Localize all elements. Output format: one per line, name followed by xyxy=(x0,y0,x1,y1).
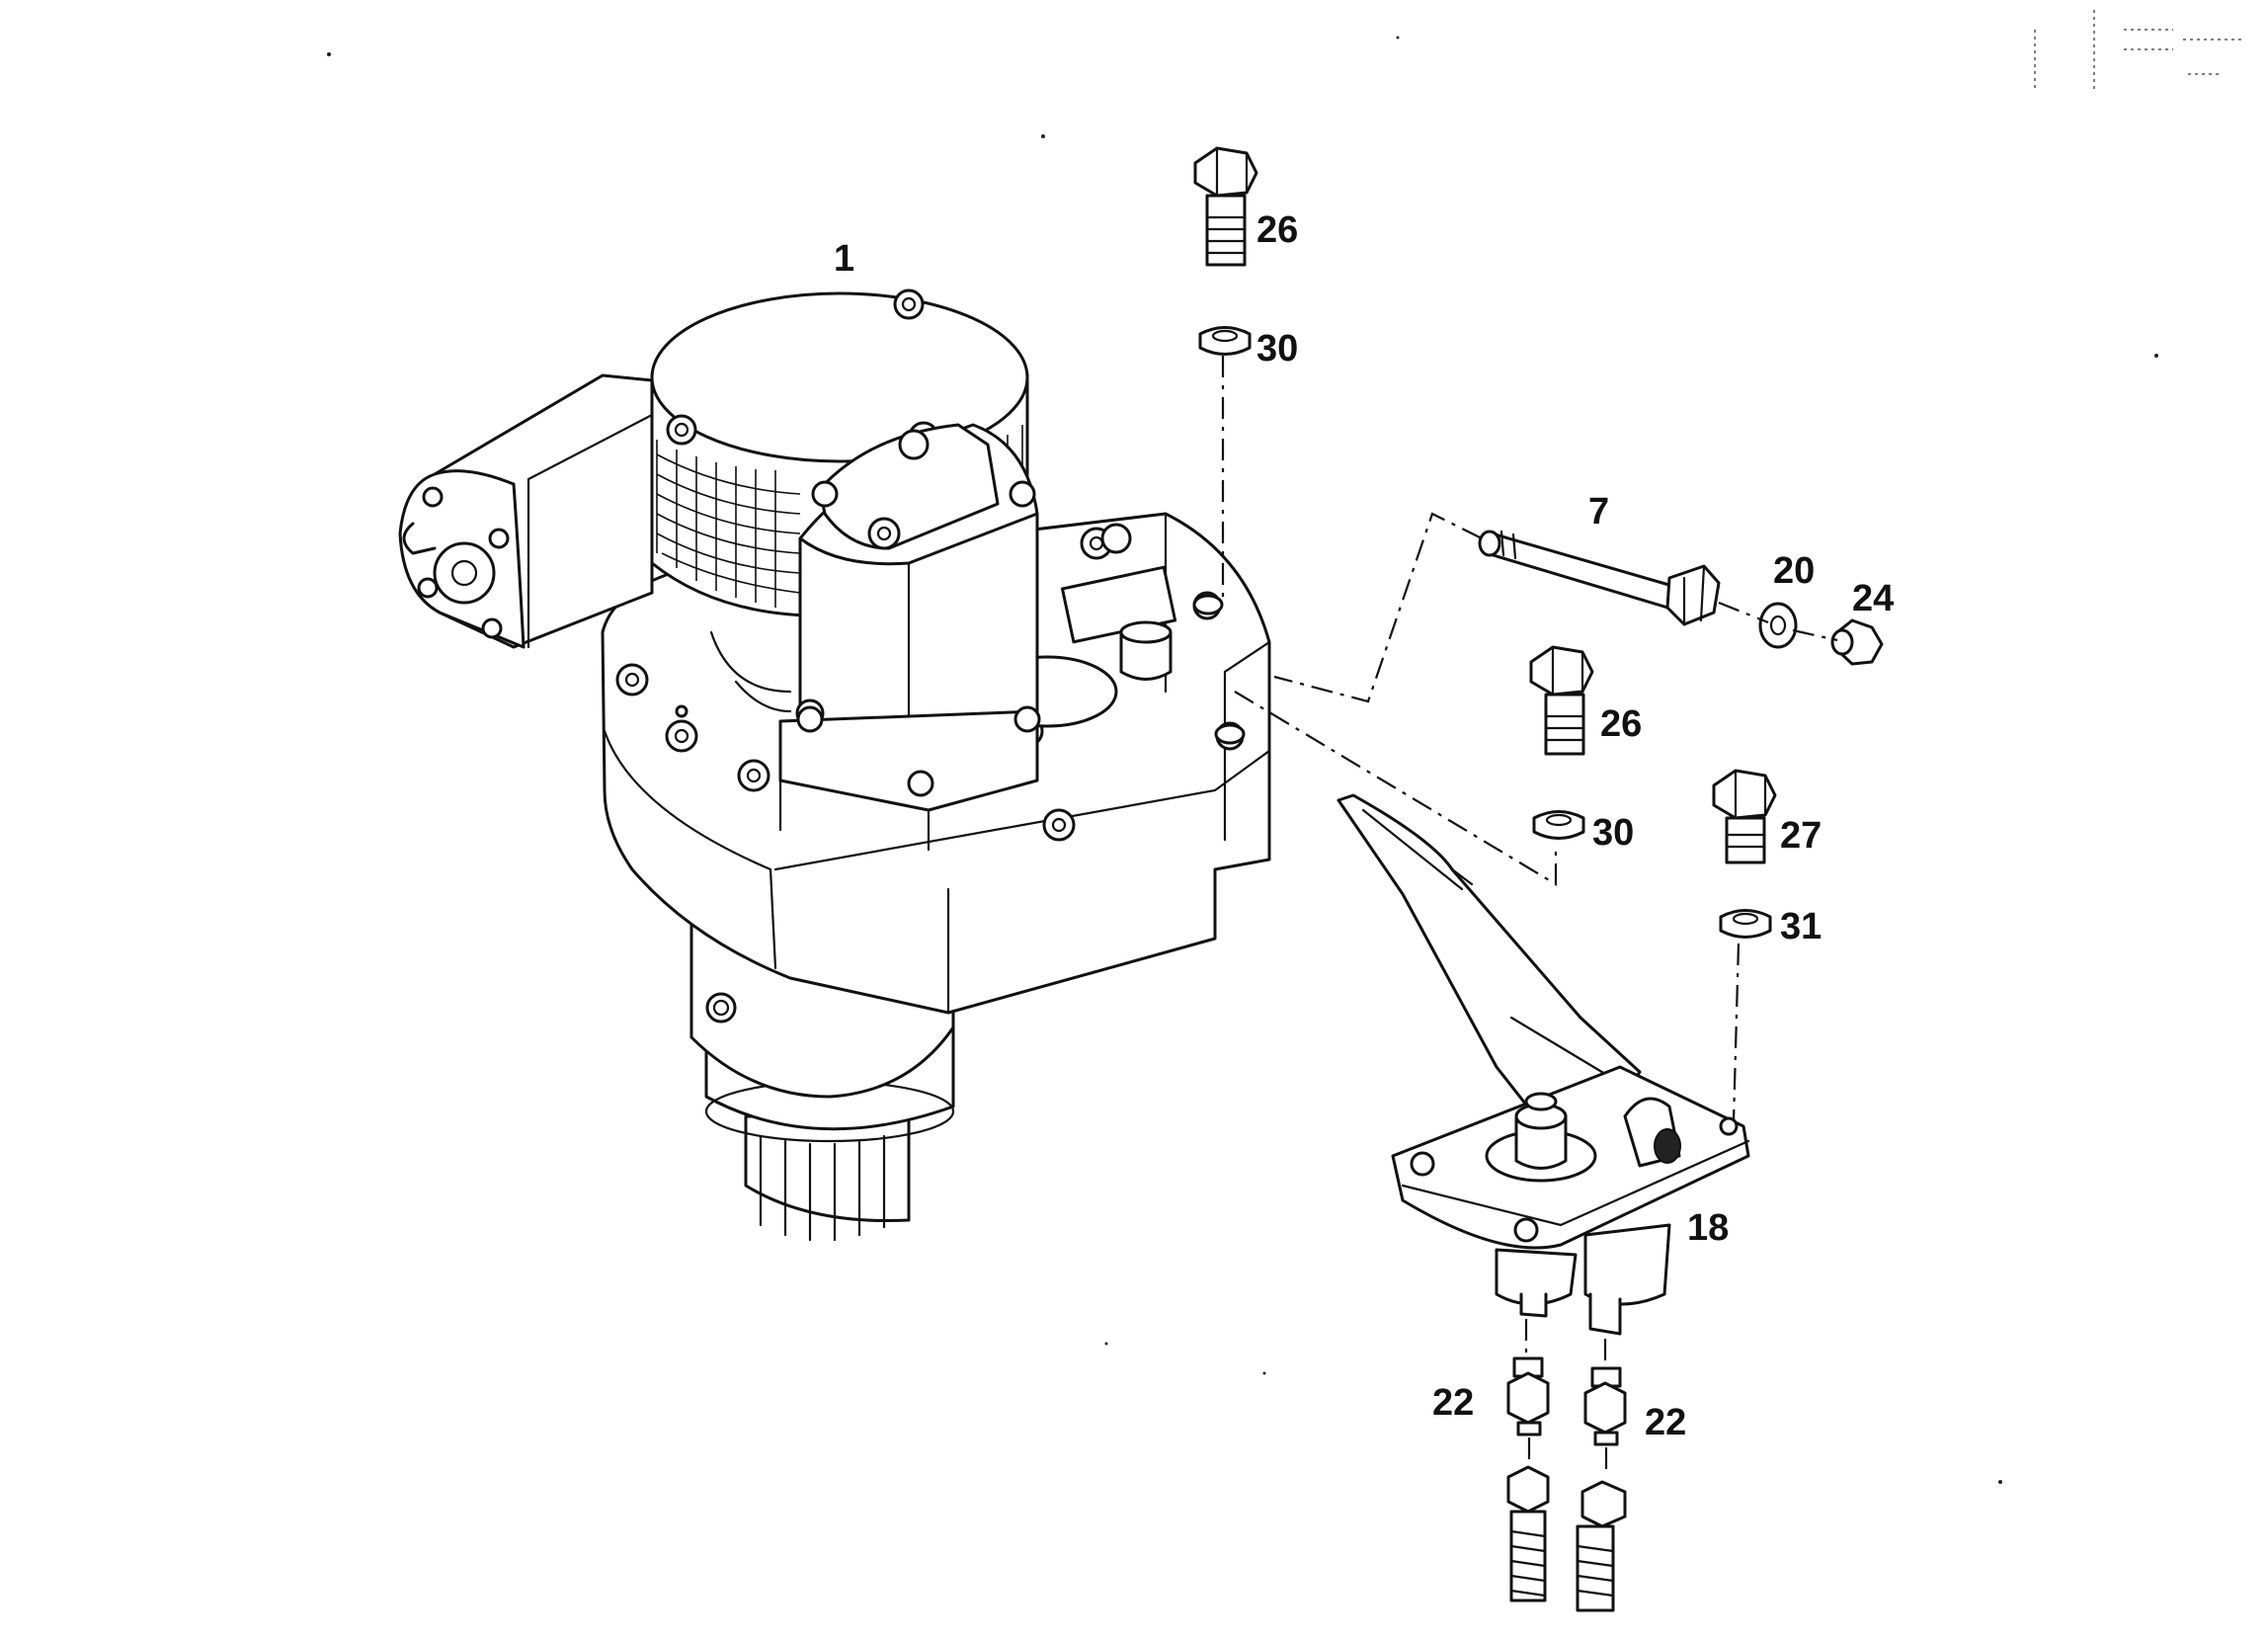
callout-fitting-left: 22 xyxy=(1432,1382,1474,1424)
nut-24 xyxy=(1830,618,1884,666)
side-brake-unit xyxy=(398,373,654,649)
callout-bolt-top: 26 xyxy=(1256,209,1298,251)
front-valve-block xyxy=(778,423,1041,852)
pedal-bracket-18 xyxy=(1336,793,1750,1336)
breather-plug xyxy=(1119,620,1173,681)
scan-specks xyxy=(327,10,2242,1484)
centerline-pin-hardware xyxy=(1718,601,1838,642)
callout-nut-pin: 24 xyxy=(1852,578,1894,619)
callout-labels: 1 26 30 7 20 24 26 30 27 31 18 22 22 xyxy=(834,209,1894,1443)
callout-pin: 7 xyxy=(1588,491,1609,533)
callout-washer-pin: 20 xyxy=(1773,550,1815,592)
callout-washer-right: 31 xyxy=(1780,906,1822,947)
bolt-26-top xyxy=(1193,146,1258,267)
washer-30-mid xyxy=(1532,810,1585,840)
callout-bolt-right: 27 xyxy=(1780,815,1822,857)
washer-20 xyxy=(1758,602,1798,649)
mount-hole-upper xyxy=(1192,594,1224,615)
centerline-pin-7 xyxy=(1273,512,1483,703)
centerline-bolt-26-mid xyxy=(1234,691,1558,886)
pin-7 xyxy=(1478,530,1721,626)
centerline-bolt-27 xyxy=(1732,943,1741,1122)
bolt-27 xyxy=(1712,769,1777,864)
callout-washer-top: 30 xyxy=(1256,328,1298,369)
callout-washer-mid: 30 xyxy=(1592,812,1634,854)
callout-gearbox: 1 xyxy=(834,238,854,280)
callout-bracket: 18 xyxy=(1687,1207,1729,1249)
swing-gearbox-assembly xyxy=(398,288,1271,1242)
mount-hole-lower xyxy=(1214,723,1246,745)
callout-bolt-mid: 26 xyxy=(1600,703,1642,745)
callout-fitting-right: 22 xyxy=(1645,1402,1686,1443)
fitting-22-right xyxy=(1576,1339,1627,1612)
bolt-26-mid xyxy=(1529,645,1594,756)
washer-31 xyxy=(1719,909,1772,939)
fitting-22-left xyxy=(1506,1319,1550,1602)
washer-30-top xyxy=(1198,326,1252,356)
